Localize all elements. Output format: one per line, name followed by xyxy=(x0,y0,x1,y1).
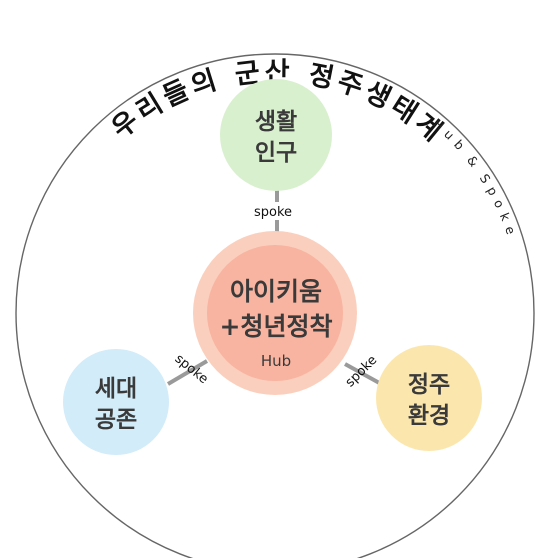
title-char: 의 xyxy=(187,65,220,102)
model-label-char: & xyxy=(464,153,482,170)
spoke-label-right: spoke xyxy=(343,353,381,391)
node-top-circle xyxy=(220,79,332,191)
model-label-char: o xyxy=(491,197,508,210)
node-left-line1: 세대 xyxy=(95,376,137,402)
model-label-char: e xyxy=(502,224,519,237)
node-right-line1: 정주 xyxy=(408,372,450,398)
title-char: 주 xyxy=(334,66,367,103)
node-left-circle xyxy=(63,349,169,455)
model-label-char: p xyxy=(484,184,501,198)
model-label-char: S xyxy=(477,171,494,186)
model-label-char: b xyxy=(451,137,467,153)
node-top-line1: 생활 xyxy=(255,109,297,135)
connector-left xyxy=(166,359,209,386)
node-right-circle xyxy=(376,345,482,451)
spoke-label-top: spoke xyxy=(254,205,292,220)
hub-line1: 아이키움 xyxy=(230,277,322,306)
hub-line2: +청년정착 xyxy=(220,312,333,341)
outer-ring xyxy=(15,53,535,558)
connector-right xyxy=(344,362,384,387)
node-top-line2: 인구 xyxy=(255,140,297,166)
hub-circle-inner xyxy=(207,245,343,381)
node-right-line2: 환경 xyxy=(408,403,450,429)
model-label-char: k xyxy=(497,211,514,224)
model-label-char: u xyxy=(441,126,457,142)
node-left-line2: 공존 xyxy=(95,407,137,433)
title-char: 정 xyxy=(306,59,336,94)
hub-sub-label: Hub xyxy=(261,352,291,370)
spoke-label-left: spoke xyxy=(172,351,211,387)
